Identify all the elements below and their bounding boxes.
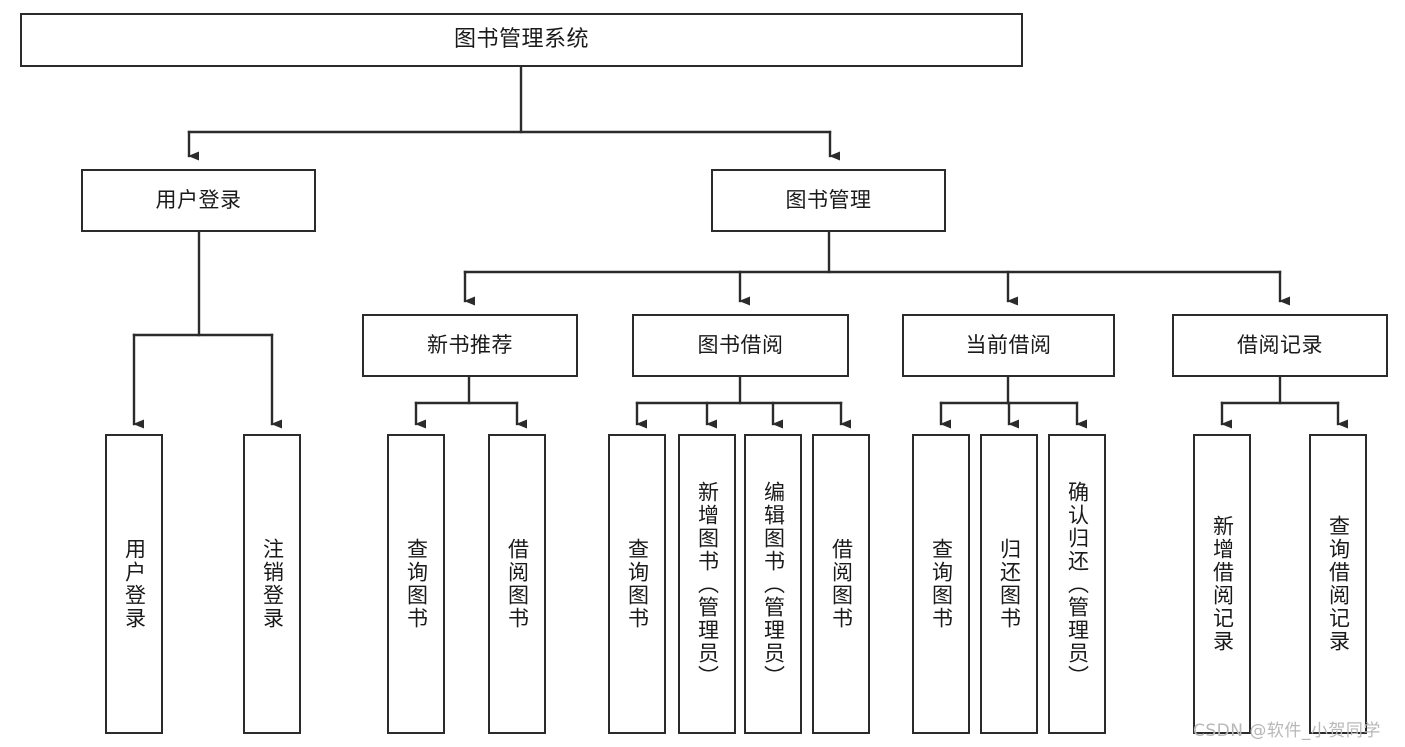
leaf-logout[interactable]: 注销登录 — [243, 434, 301, 734]
node-label: 借阅图书 — [829, 538, 854, 630]
node-label: 新书推荐 — [427, 333, 513, 358]
node-label: 确认归还（管理员） — [1065, 480, 1090, 688]
leaf-new-book-query-book[interactable]: 查询图书 — [387, 434, 445, 734]
leaf-current-return-book[interactable]: 归还图书 — [980, 434, 1038, 734]
node-label: 用户登录 — [155, 188, 242, 213]
node-label: 注销登录 — [260, 538, 285, 630]
node-label: 归还图书 — [997, 538, 1022, 630]
leaf-borrow-borrow-book[interactable]: 借阅图书 — [812, 434, 870, 734]
leaf-borrow-query-book[interactable]: 查询图书 — [608, 434, 666, 734]
leaf-new-book-borrow-book[interactable]: 借阅图书 — [488, 434, 546, 734]
node-label: 图书管理系统 — [453, 27, 589, 53]
csdn-watermark: CSDN @软件_小贺同学 — [1193, 721, 1381, 741]
node-book-borrow[interactable]: 图书借阅 — [632, 314, 849, 377]
node-label: 借阅图书 — [505, 538, 530, 630]
node-borrow-records[interactable]: 借阅记录 — [1172, 314, 1388, 377]
node-label: 查询借阅记录 — [1326, 515, 1351, 653]
node-book-management[interactable]: 图书管理 — [711, 169, 946, 232]
node-label: 借阅记录 — [1237, 333, 1323, 358]
node-label: 用户登录 — [122, 538, 147, 630]
node-current-borrow[interactable]: 当前借阅 — [902, 314, 1115, 377]
node-user-login[interactable]: 用户登录 — [81, 169, 316, 232]
leaf-current-confirm-return-admin[interactable]: 确认归还（管理员） — [1048, 434, 1106, 734]
leaf-borrow-edit-book-admin[interactable]: 编辑图书（管理员） — [744, 434, 802, 734]
node-label: 编辑图书（管理员） — [761, 480, 786, 688]
node-label: 图书管理 — [785, 188, 872, 213]
leaf-records-query-record[interactable]: 查询借阅记录 — [1309, 434, 1367, 734]
node-label: 新增借阅记录 — [1210, 515, 1235, 653]
leaf-current-query-book[interactable]: 查询图书 — [912, 434, 970, 734]
leaf-user-login[interactable]: 用户登录 — [105, 434, 163, 734]
node-new-book-recommend[interactable]: 新书推荐 — [362, 314, 578, 377]
node-label: 新增图书（管理员） — [695, 480, 720, 688]
node-root-system[interactable]: 图书管理系统 — [20, 13, 1023, 67]
node-label: 查询图书 — [929, 538, 954, 630]
node-label: 查询图书 — [625, 538, 650, 630]
leaf-borrow-add-book-admin[interactable]: 新增图书（管理员） — [678, 434, 736, 734]
node-label: 查询图书 — [404, 538, 429, 630]
node-label: 当前借阅 — [965, 333, 1052, 358]
leaf-records-add-record[interactable]: 新增借阅记录 — [1193, 434, 1251, 734]
node-label: 图书借阅 — [697, 333, 784, 358]
